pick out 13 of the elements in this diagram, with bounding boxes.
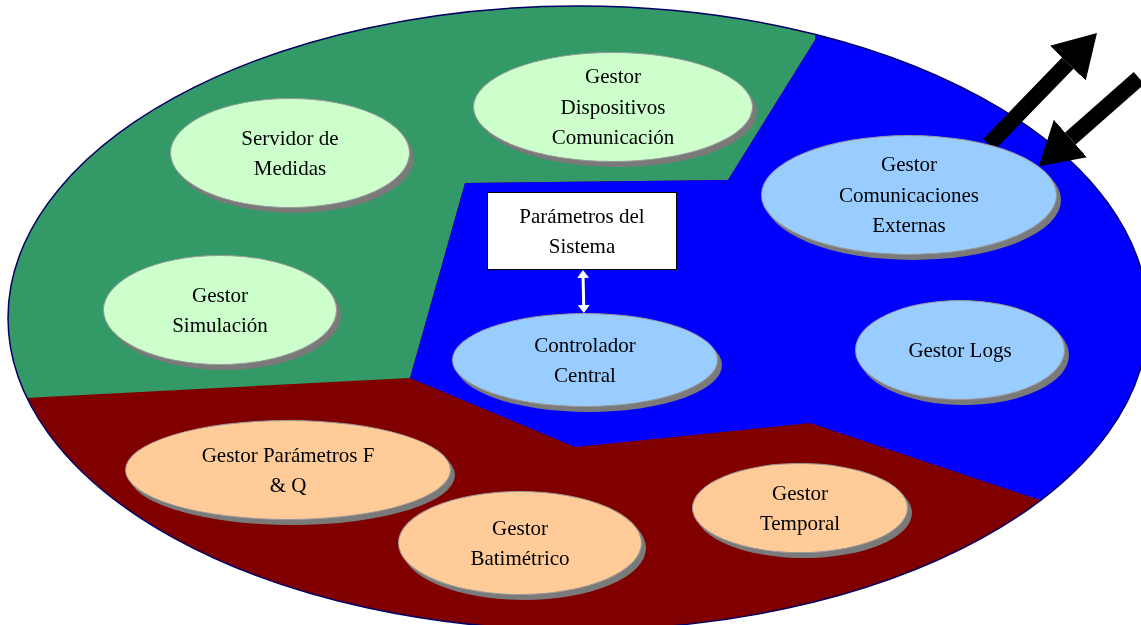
node-label: Gestor Temporal [758,479,842,537]
arrow [1038,72,1141,167]
node-label: Parámetros del Sistema [518,202,646,260]
node-label: Controlador Central [533,331,637,389]
node-label: Gestor Parámetros F & Q [200,441,376,499]
text-box [487,192,677,270]
arrow [577,270,590,313]
node-label: Servidor de Medidas [240,124,340,182]
node-label: Gestor Simulación [171,281,269,339]
node-label: Gestor Logs [908,336,1012,364]
node-label: Gestor Dispositivos Comunicación [550,63,676,152]
node-label: Gestor Batimétrico [469,514,571,572]
node-label: Gestor Comunicaciones Externas [838,151,980,240]
